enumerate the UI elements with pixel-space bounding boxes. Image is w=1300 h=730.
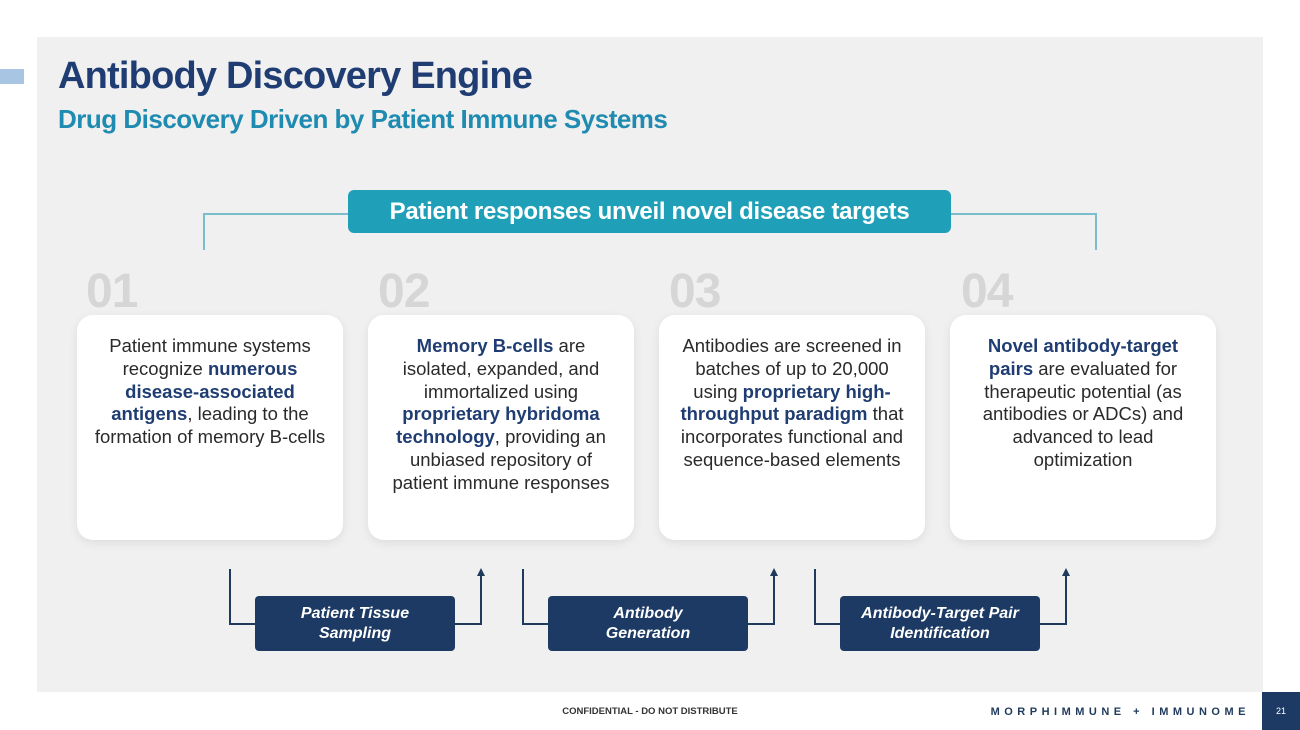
footer-confidential: CONFIDENTIAL - DO NOT DISTRIBUTE: [562, 706, 738, 717]
arrow-up-icon: [1062, 568, 1070, 576]
step-text-03b: proprietary high-throughput paradigm: [680, 380, 891, 425]
step-card-03: Antibodies are screened in batches of up…: [659, 315, 925, 540]
step-text-01b: numerous disease-associated antigens: [111, 357, 298, 425]
footer-brand: MORPHIMMUNE + IMMUNOME: [990, 706, 1250, 718]
process-connector-2-right: [748, 623, 775, 625]
step-text-03a: Antibodies are screened in batches of up…: [682, 335, 902, 402]
left-accent-bar: [0, 69, 24, 84]
process-connector-1-left: [229, 623, 256, 625]
step-text-02c: proprietary hybridoma technology: [396, 403, 600, 448]
process-2-line1: Antibody: [613, 604, 683, 622]
process-2-line2: Generation: [605, 624, 691, 642]
process-connector-2-left: [522, 623, 549, 625]
banner-patient-responses: Patient responses unveil novel disease t…: [348, 190, 951, 233]
process-connector-3-up: [1065, 575, 1067, 625]
process-connector-3-right: [1039, 623, 1067, 625]
arrow-up-icon: [477, 568, 485, 576]
step-number-04: 04: [961, 265, 1013, 318]
process-1-line1: Patient Tissue: [300, 604, 410, 622]
step-text-01c: , leading to the formation of memory B-c…: [94, 403, 326, 448]
step-number-03: 03: [669, 265, 721, 318]
step-number-01: 01: [86, 265, 138, 318]
process-connector-1-down: [229, 569, 231, 625]
process-connector-2-down: [522, 569, 524, 625]
step-text-04a: Novel antibody-target pairs: [987, 335, 1179, 379]
step-card-02: Memory B-cells are isolated, expanded, a…: [368, 315, 634, 540]
banner-connector-left: [203, 213, 349, 215]
banner-connector-right: [950, 213, 1097, 215]
process-connector-2-up: [773, 575, 775, 625]
page-subtitle: Drug Discovery Driven by Patient Immune …: [58, 104, 668, 134]
process-connector-1-up: [480, 575, 482, 625]
process-connector-3-down: [814, 569, 816, 625]
step-card-04: Novel antibody-target pairs are evaluate…: [950, 315, 1216, 540]
step-number-02: 02: [378, 265, 430, 318]
banner-connector-right-drop: [1095, 213, 1097, 250]
process-3-line1: Antibody-Target Pair: [861, 604, 1019, 622]
page-number: 21: [1262, 692, 1300, 730]
process-3-line2: Identification: [890, 624, 990, 642]
banner-connector-left-drop: [203, 213, 205, 250]
step-text-04b: are evaluated for therapeutic potential …: [982, 357, 1184, 470]
arrow-up-icon: [770, 568, 778, 576]
step-text-01a: Patient immune systems recognize: [109, 335, 311, 379]
process-1-line2: Sampling: [318, 624, 391, 642]
step-card-01: Patient immune systems recognize numerou…: [77, 315, 343, 540]
step-text-02b: are isolated, expanded, and immortalized…: [402, 335, 600, 402]
process-connector-3-left: [814, 623, 841, 625]
page-title: Antibody Discovery Engine: [58, 55, 533, 97]
step-text-02a: Memory B-cells: [416, 335, 554, 356]
process-connector-1-right: [454, 623, 482, 625]
step-text-03c: that incorporates functional and sequenc…: [680, 403, 904, 470]
step-text-02d: , providing an unbiased repository of pa…: [392, 426, 610, 493]
